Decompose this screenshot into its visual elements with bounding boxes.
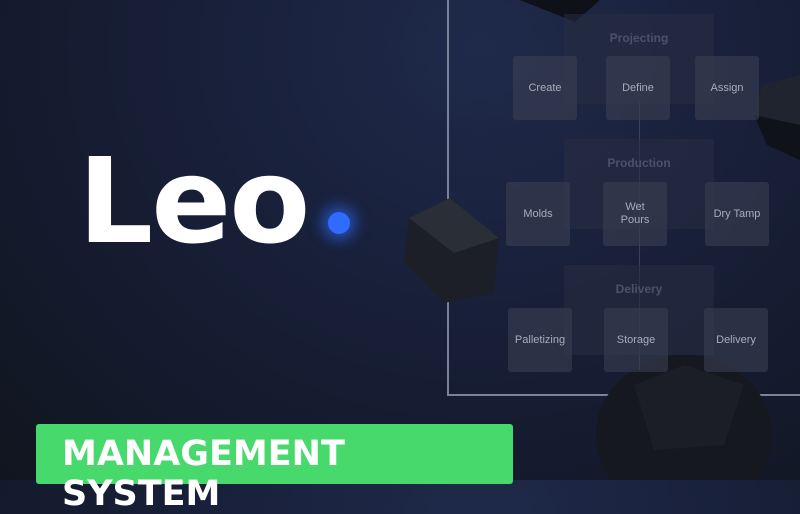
- subtitle-text: MANAGEMENT SYSTEM: [62, 434, 345, 514]
- step-palletizing: Palletizing: [508, 308, 572, 372]
- frame-border-left: [447, 0, 449, 300]
- step-define: Define: [606, 56, 670, 120]
- group-label: Projecting: [609, 31, 669, 45]
- group-label: Production: [607, 156, 671, 170]
- step-create: Create: [513, 56, 577, 120]
- sphere-decoration: [596, 355, 772, 480]
- frame-border-left-lower: [447, 300, 449, 396]
- step-wet-pours: Wet Pours: [603, 182, 667, 246]
- step-dry-tamp: Dry Tamp: [705, 182, 769, 246]
- accent-dot: [328, 212, 350, 234]
- group-label: Delivery: [615, 282, 663, 296]
- step-assign: Assign: [695, 56, 759, 120]
- product-title: Leo: [78, 132, 310, 270]
- subtitle-badge: MANAGEMENT SYSTEM: [36, 424, 513, 514]
- polyhedron-right-decoration: [754, 75, 800, 160]
- step-delivery: Delivery: [704, 308, 768, 372]
- step-molds: Molds: [506, 182, 570, 246]
- cube-decoration: [404, 198, 499, 303]
- step-storage: Storage: [604, 308, 668, 372]
